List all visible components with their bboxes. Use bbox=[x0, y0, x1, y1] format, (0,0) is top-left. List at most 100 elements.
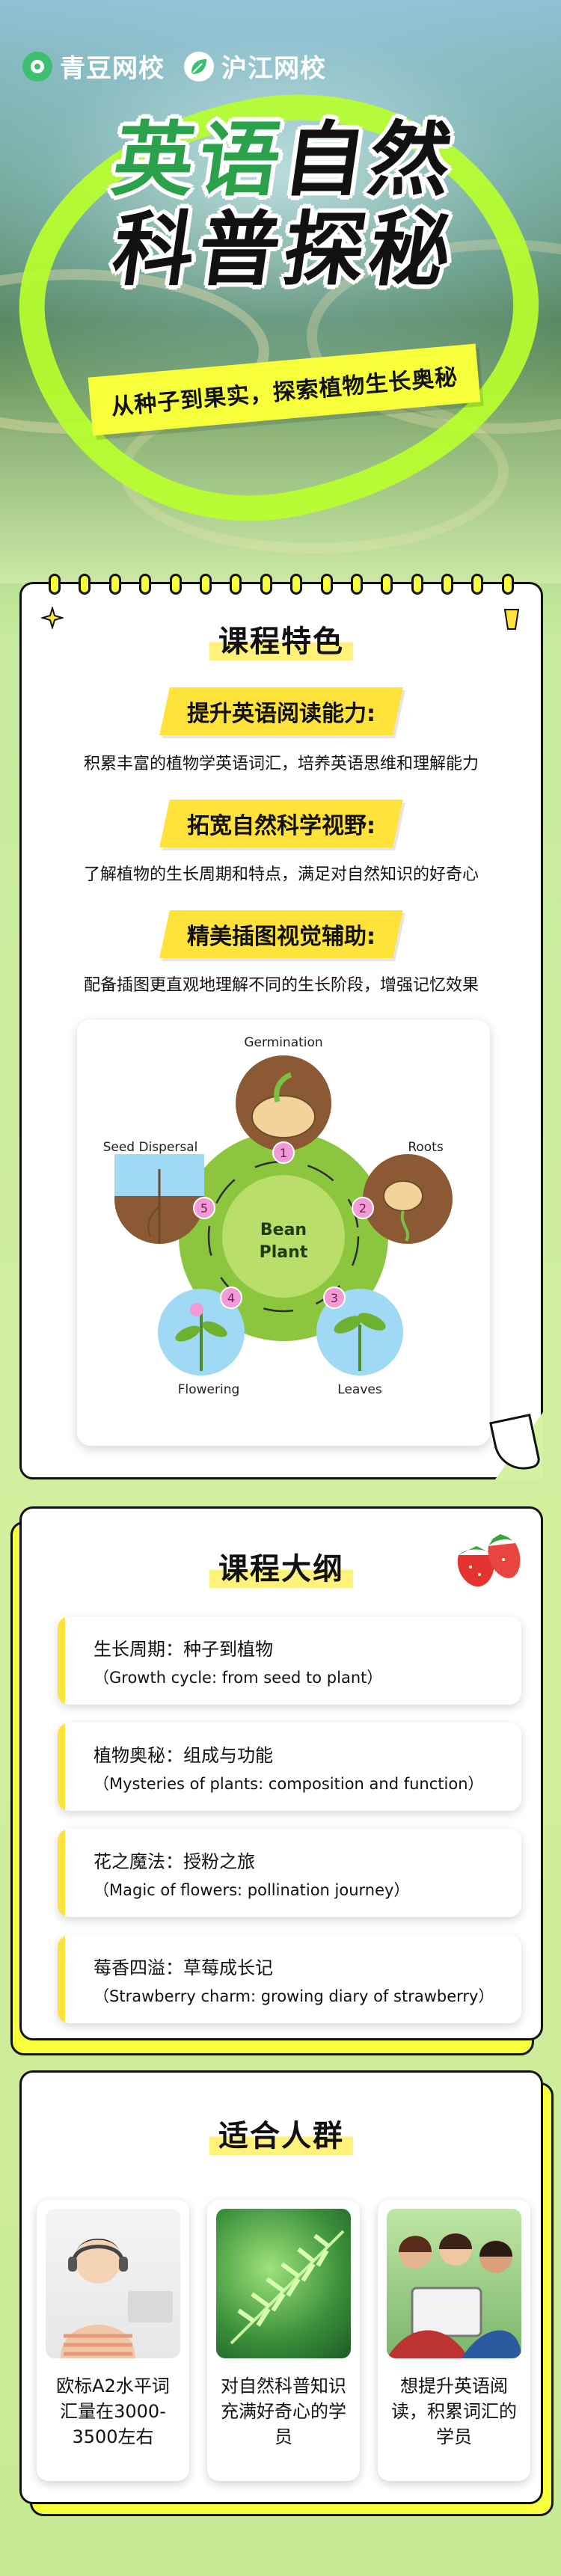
feature-label: 提升英语阅读能力: bbox=[187, 701, 375, 727]
stage-badge-5: 5 bbox=[193, 1197, 215, 1219]
qingdou-logo-text: 青豆网校 bbox=[60, 54, 165, 84]
students-photo bbox=[387, 2209, 521, 2358]
stage-number: 4 bbox=[227, 1291, 235, 1305]
life-cycle-svg: 1 2 3 4 5 Germination Roots Leaves Flowe… bbox=[103, 1035, 453, 1397]
ring bbox=[79, 574, 91, 595]
qingdou-logo[interactable]: 青豆网校 bbox=[22, 48, 165, 85]
stage-label-leaves: Leaves bbox=[337, 1382, 382, 1397]
sparkle-icon bbox=[41, 607, 64, 629]
feature-label: 精美插图视觉辅助: bbox=[187, 924, 375, 950]
stage-badge-1: 1 bbox=[272, 1141, 295, 1164]
audience-text: 想提升英语阅读，积累词汇的学员 bbox=[391, 2376, 517, 2447]
hero-title-nature: 自然 bbox=[278, 114, 462, 207]
root bbox=[400, 1210, 409, 1242]
leaf bbox=[334, 1316, 362, 1334]
feature-pill-3: 精美插图视觉辅助: bbox=[159, 910, 403, 958]
hero-banner: 青豆网校 沪江网校 英语自然 科普探秘 从种子到果实，探索植物生长奥秘 bbox=[0, 0, 561, 583]
stage-number: 3 bbox=[331, 1291, 338, 1305]
stage-label-germination: Germination bbox=[244, 1035, 322, 1050]
ring bbox=[501, 574, 514, 595]
stage-badge-2: 2 bbox=[352, 1197, 374, 1219]
hero-title-english: 英语 bbox=[107, 114, 291, 207]
hujiang-logo[interactable]: 沪江网校 bbox=[184, 48, 326, 85]
ring bbox=[320, 574, 333, 595]
ring bbox=[108, 574, 121, 595]
feature-pill-1: 提升英语阅读能力: bbox=[159, 687, 403, 735]
stage-label-roots: Roots bbox=[408, 1140, 444, 1155]
leaf-icon bbox=[184, 51, 214, 82]
outline-item-accent bbox=[58, 1935, 65, 2023]
audience-title-text: 适合人群 bbox=[209, 2112, 353, 2155]
feature-desc-1: 积累丰富的植物学英语词汇，培养英语思维和理解能力 bbox=[83, 755, 479, 773]
audience-card: 适合人群 欧标A2水平词汇量在3000-3500左右 对自然科 bbox=[19, 2070, 543, 2504]
ring bbox=[199, 574, 212, 595]
fern-leaf-image bbox=[230, 2230, 345, 2345]
leaf bbox=[175, 1325, 200, 1342]
audience-item-2[interactable]: 对自然科普知识充满好奇心的学员 bbox=[207, 2200, 360, 2481]
ring bbox=[260, 574, 272, 595]
notebook-rings bbox=[49, 574, 514, 595]
leaf bbox=[202, 1321, 227, 1337]
outline-item-zh: 花之魔法：授粉之旅 bbox=[94, 1851, 255, 1872]
outline-item-3[interactable]: 花之魔法：授粉之旅 （Magic of flowers: pollination… bbox=[58, 1829, 521, 1917]
ring bbox=[290, 574, 303, 595]
strawberry-icon bbox=[457, 1534, 521, 1587]
audience-item-3[interactable]: 想提升英语阅读，积累词汇的学员 bbox=[378, 2200, 530, 2481]
outline-item-en: （Magic of flowers: pollination journey） bbox=[94, 1881, 410, 1899]
hero-title: 英语自然 科普探秘 bbox=[45, 114, 524, 297]
cycle-inner-ring bbox=[222, 1175, 345, 1298]
ring bbox=[230, 574, 242, 595]
ring bbox=[139, 574, 152, 595]
hero-title-line-2: 科普探秘 bbox=[107, 203, 462, 297]
outline-item-en: （Strawberry charm: growing diary of stra… bbox=[94, 1987, 494, 2005]
stage-label-flowering: Flowering bbox=[178, 1382, 240, 1397]
learner-photo bbox=[46, 2209, 180, 2358]
outline-item-2[interactable]: 植物奥秘：组成与功能 （Mysteries of plants: composi… bbox=[58, 1723, 521, 1811]
outline-item-zh: 生长周期：种子到植物 bbox=[94, 1639, 273, 1660]
stage-number: 1 bbox=[280, 1146, 287, 1160]
outline-item-en: （Mysteries of plants: composition and fu… bbox=[94, 1775, 484, 1793]
ring bbox=[441, 574, 454, 595]
outline-item-en: （Growth cycle: from seed to plant） bbox=[94, 1669, 383, 1687]
ring bbox=[49, 574, 61, 595]
outline-item-accent bbox=[58, 1829, 65, 1917]
fern-photo bbox=[216, 2209, 351, 2358]
features-title-text: 课程特色 bbox=[209, 617, 353, 660]
audience-text: 对自然科普知识充满好奇心的学员 bbox=[221, 2376, 346, 2447]
outline-item-4[interactable]: 莓香四溢：草莓成长记 （Strawberry charm: growing di… bbox=[58, 1935, 521, 2023]
ring bbox=[350, 574, 363, 595]
feature-desc-2: 了解植物的生长周期和特点，满足对自然知识的好奇心 bbox=[83, 865, 479, 884]
outline-card: 课程大纲 生长周期：种子到植物 （Growth cycle: from seed… bbox=[19, 1506, 543, 2040]
hero-title-line-1: 英语自然 bbox=[39, 114, 530, 207]
audience-text: 欧标A2水平词汇量在3000-3500左右 bbox=[56, 2376, 170, 2447]
stage-number: 5 bbox=[200, 1201, 208, 1215]
outline-title: 课程大纲 bbox=[22, 1545, 541, 1588]
bean-life-cycle-diagram: 1 2 3 4 5 Germination Roots Leaves Flowe… bbox=[77, 1019, 490, 1446]
sprout bbox=[274, 1072, 292, 1103]
feature-desc-3: 配备插图更直观地理解不同的生长阶段，增强记忆效果 bbox=[83, 976, 479, 995]
bean-seed bbox=[383, 1180, 423, 1212]
outline-item-accent bbox=[58, 1723, 65, 1811]
bean-seed bbox=[251, 1095, 316, 1138]
flower bbox=[190, 1303, 203, 1316]
features-title: 课程特色 bbox=[22, 617, 541, 660]
root bbox=[147, 1206, 160, 1237]
audience-title: 适合人群 bbox=[22, 2112, 541, 2155]
brand-logos: 青豆网校 沪江网校 bbox=[22, 48, 326, 85]
outline-item-accent bbox=[58, 1616, 65, 1705]
cycle-center-label-line2: Plant bbox=[260, 1243, 308, 1262]
outline-item-1[interactable]: 生长周期：种子到植物 （Growth cycle: from seed to p… bbox=[58, 1616, 521, 1705]
hujiang-logo-text: 沪江网校 bbox=[221, 54, 326, 84]
stage-badge-4: 4 bbox=[220, 1287, 242, 1309]
stage-label-seed-dispersal: Seed Dispersal bbox=[103, 1140, 198, 1155]
outline-item-zh: 莓香四溢：草莓成长记 bbox=[94, 1957, 273, 1978]
leaf bbox=[358, 1313, 386, 1331]
stage-number: 2 bbox=[359, 1201, 367, 1215]
stage-badge-3: 3 bbox=[323, 1287, 346, 1309]
pencil-icon bbox=[503, 609, 520, 630]
students-reading-image bbox=[387, 2233, 521, 2358]
audience-item-1[interactable]: 欧标A2水平词汇量在3000-3500左右 bbox=[37, 2200, 189, 2481]
feature-pill-2: 拓宽自然科学视野: bbox=[159, 800, 403, 847]
ring bbox=[471, 574, 484, 595]
page-curl-fold bbox=[489, 1413, 542, 1476]
